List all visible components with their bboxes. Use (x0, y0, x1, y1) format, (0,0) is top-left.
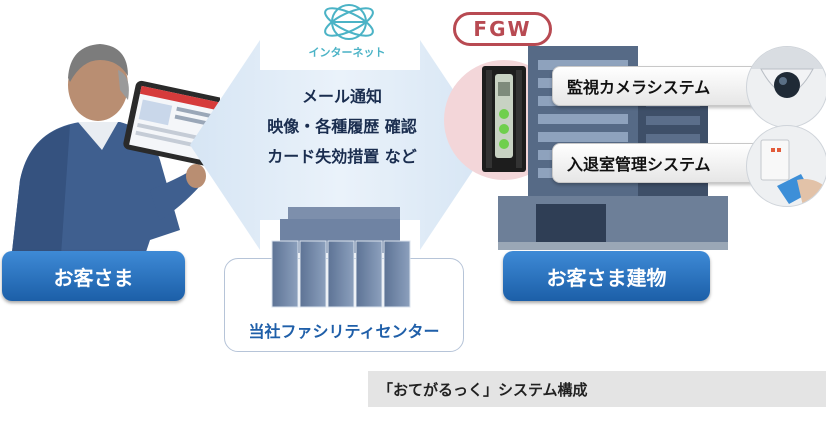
arrow-line-2: 映像・各種履歴 確認 (267, 117, 417, 136)
arrow-text: メール通知 映像・各種履歴 確認 カード失効措置 など (232, 82, 452, 172)
arrow-line-3: カード失効措置 など (267, 147, 417, 166)
double-arrow (190, 40, 490, 250)
camera-system-label: 監視カメラシステム (552, 66, 774, 106)
facility-center-label: 当社ファシリティセンター (248, 322, 440, 341)
diagram-caption: 「おてがるっく」システム構成 (368, 371, 826, 407)
fgw-badge: FGW (453, 12, 552, 46)
gateway-device (482, 66, 526, 172)
globe-icon (324, 4, 374, 40)
customer-label: お客さま (2, 251, 185, 301)
internet-label: インターネット (308, 46, 386, 59)
security-camera-icon (746, 46, 826, 128)
person-with-tablet (10, 44, 220, 270)
access-system-label: 入退室管理システム (552, 143, 774, 183)
server-rack (271, 207, 411, 308)
card-reader-icon (746, 125, 826, 207)
customer-building-label: お客さま建物 (503, 251, 710, 301)
arrow-line-1: メール通知 (301, 87, 382, 106)
